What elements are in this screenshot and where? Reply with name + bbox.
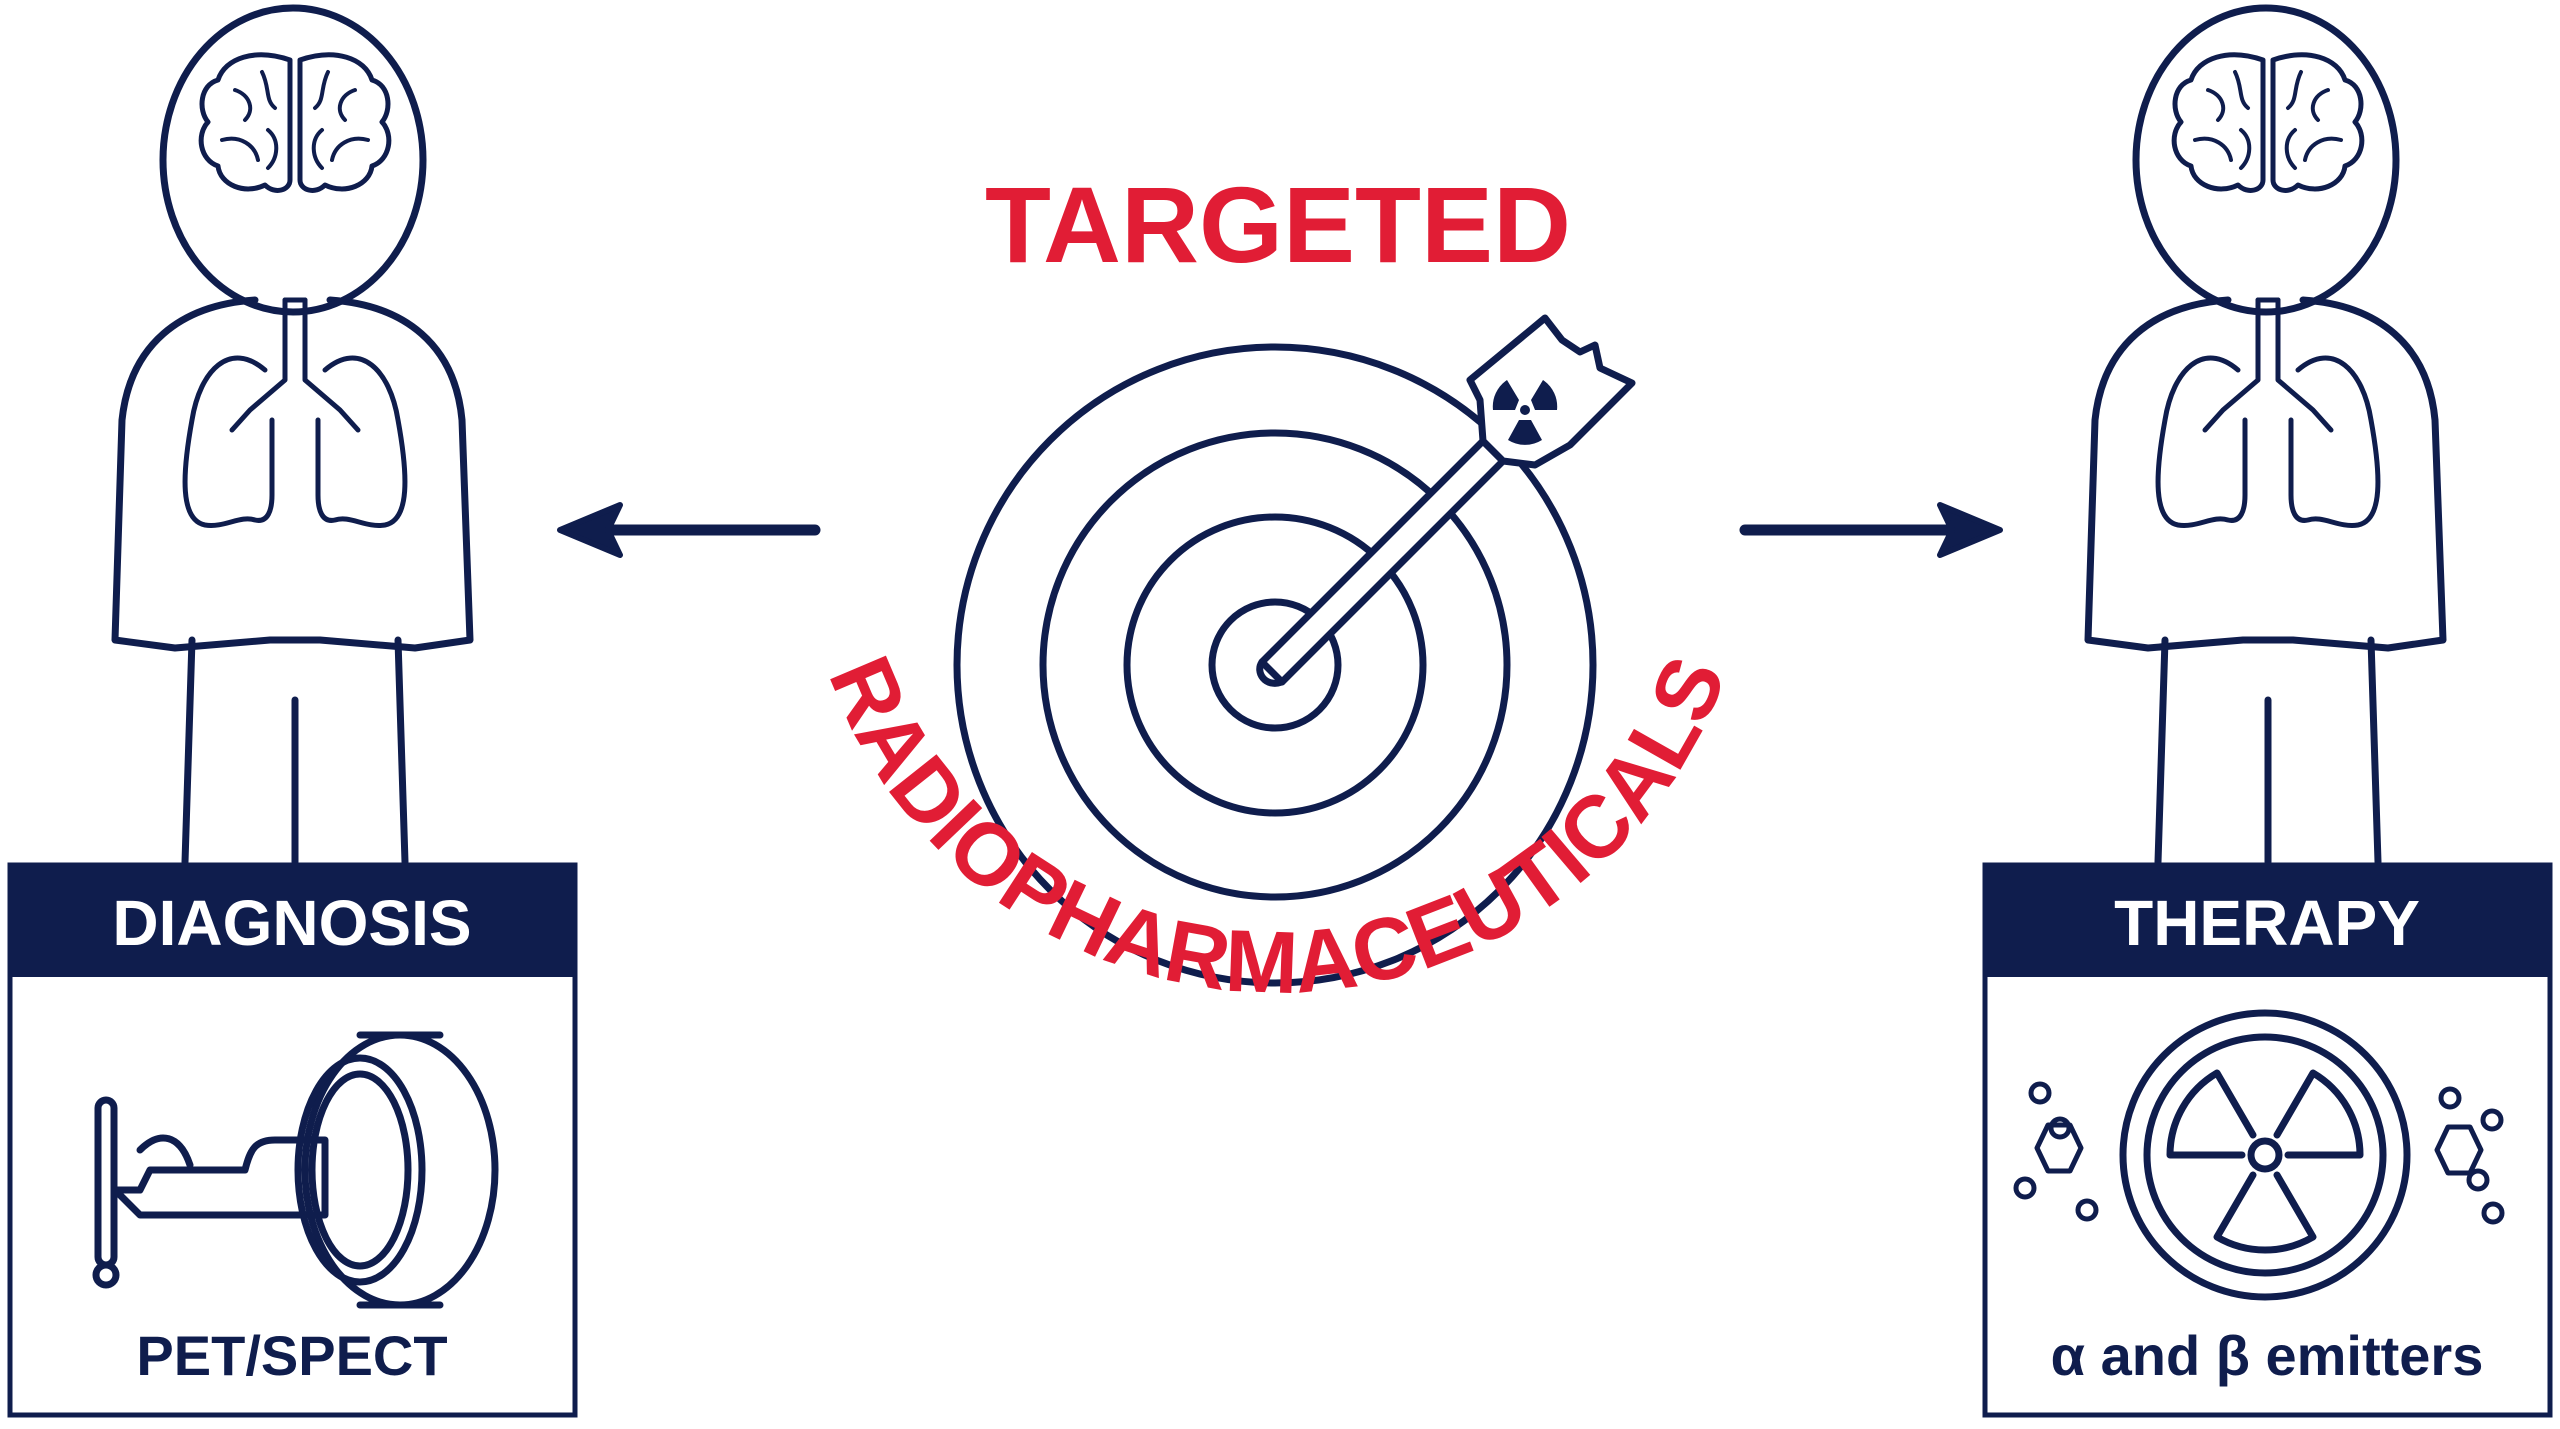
therapy-caption: α and β emitters xyxy=(2051,1324,2484,1387)
diagnosis-panel: DIAGNOSIS PET/SPECT xyxy=(7,862,578,1418)
title-radiopharmaceuticals-path: RADIOPHARMACEUTICALS xyxy=(810,643,1744,1013)
molecule-icon-left xyxy=(2013,1081,2099,1222)
diagnosis-caption: PET/SPECT xyxy=(136,1324,447,1387)
patient-figure-left xyxy=(115,8,470,862)
target-with-radioactive-arrow-icon xyxy=(953,314,1636,987)
radiation-trefoil-small-icon xyxy=(1492,380,1558,445)
therapy-header: THERAPY xyxy=(2114,887,2420,959)
arrow-right-icon xyxy=(1739,502,2003,558)
title-targeted: TARGETED xyxy=(985,164,1571,285)
therapy-panel: THERAPY α and β emitters xyxy=(1982,862,2553,1418)
molecule-icon-right xyxy=(2434,1086,2505,1225)
patient-figure-right xyxy=(2088,8,2443,862)
arrow-left-icon xyxy=(557,502,821,558)
scanner-bed-icon xyxy=(92,1031,499,1309)
radiation-symbol-icon xyxy=(2119,1009,2411,1301)
title-radiopharmaceuticals: RADIOPHARMACEUTICALS xyxy=(810,643,1744,1013)
diagnosis-header: DIAGNOSIS xyxy=(112,887,471,959)
